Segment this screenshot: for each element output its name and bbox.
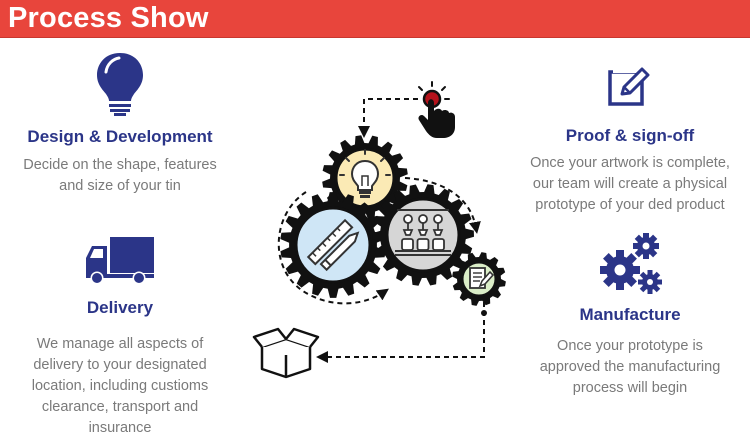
manufacture-description: Once your prototype is approved the manu… bbox=[510, 336, 750, 399]
design-heading: Design & Development bbox=[27, 127, 213, 146]
proof-line-2: our team will create a physical bbox=[532, 176, 728, 192]
design-line-2: and size of your tin bbox=[59, 178, 181, 194]
header-banner: Process Show bbox=[0, 0, 750, 38]
manufacture-heading: Manufacture bbox=[579, 305, 681, 324]
design-description: Decide on the shape, features and size o… bbox=[0, 155, 240, 197]
step-delivery: Delivery We manage all aspects of delive… bbox=[0, 230, 240, 440]
manufacture-line-1: Once your prototype is bbox=[557, 338, 703, 354]
delivery-line-4: clearance, transport and bbox=[41, 399, 199, 415]
gear-assembly-line-icon bbox=[395, 209, 451, 256]
manufacture-line-2: approved the manufacturing bbox=[539, 359, 721, 375]
open-box-icon bbox=[252, 327, 320, 379]
proof-heading: Proof & sign-off bbox=[565, 126, 695, 145]
step-manufacture: Manufacture Once your prototype is appro… bbox=[510, 228, 750, 408]
delivery-line-2: delivery to your designated bbox=[33, 357, 207, 373]
design-line-1: Decide on the shape, features bbox=[23, 157, 217, 173]
proof-line-3: prototype of your ded product bbox=[535, 197, 725, 213]
delivery-line-1: We manage all aspects of bbox=[36, 336, 204, 352]
gear-lightbulb-icon bbox=[339, 149, 391, 198]
process-gears-diagram bbox=[252, 81, 506, 379]
gear-document-icon bbox=[469, 267, 495, 289]
hand-click-icon bbox=[418, 81, 455, 138]
step-design: Design & Development Decide on the shape… bbox=[0, 45, 240, 195]
delivery-description: We manage all aspects of delivery to you… bbox=[0, 334, 240, 439]
delivery-line-5: insurance bbox=[88, 420, 152, 436]
connector-to-delivery bbox=[316, 302, 485, 363]
proof-line-1: Once your artwork is complete, bbox=[530, 155, 730, 171]
page-title: Process Show bbox=[8, 2, 209, 34]
proof-description: Once your artwork is complete, our team … bbox=[510, 153, 750, 216]
delivery-heading: Delivery bbox=[86, 298, 154, 317]
delivery-line-3: location, including custioms bbox=[31, 378, 209, 394]
step-proof: Proof & sign-off Once your artwork is co… bbox=[510, 60, 750, 220]
lightbulb-icon bbox=[97, 53, 143, 116]
connector-click-to-design bbox=[358, 98, 418, 138]
gears-icon bbox=[600, 233, 662, 294]
manufacture-line-3: process will begin bbox=[572, 380, 688, 396]
edit-icon bbox=[608, 67, 650, 106]
connector-right-loop bbox=[404, 177, 481, 234]
gear-ruler-pencil-icon bbox=[306, 218, 360, 272]
truck-icon bbox=[86, 237, 154, 285]
connector-left-loop bbox=[277, 191, 389, 305]
